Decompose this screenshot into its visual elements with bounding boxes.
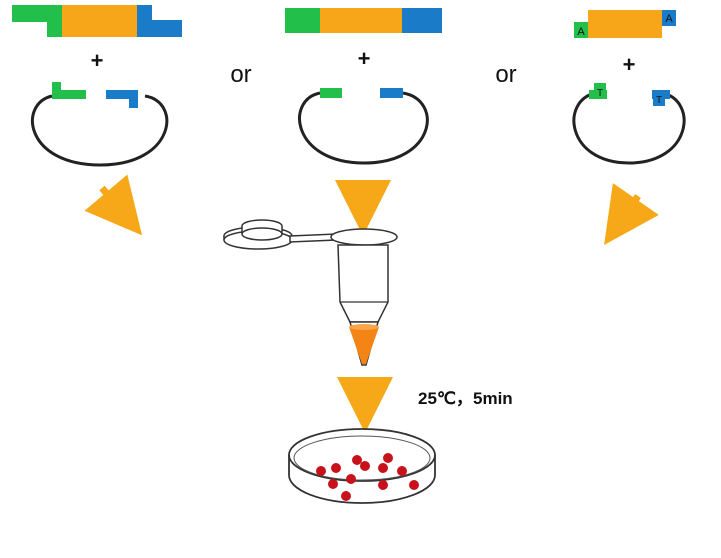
tube-rim [330, 228, 398, 246]
arrow-to-tube-1 [84, 174, 143, 236]
a-overhang-left-label: A [577, 26, 585, 38]
dish-inner-rim [293, 435, 431, 481]
vector-right-end [380, 88, 403, 98]
insert-gene-body [588, 10, 662, 38]
t-overhang-right [653, 90, 665, 106]
petri-dish [288, 428, 436, 504]
insert-fragment-2 [285, 8, 442, 33]
insert-right-overhang [137, 5, 152, 37]
t-overhang-right-label: T [656, 95, 662, 106]
colony [316, 466, 326, 476]
t-overhang-left [594, 83, 606, 99]
colony [346, 474, 356, 484]
colony [352, 455, 362, 465]
colony [397, 466, 407, 476]
linearized-vector-3: T T [572, 83, 686, 165]
arrow-to-tube-3 [604, 183, 659, 246]
option-blunt-end: + [285, 8, 442, 236]
vector-right-overhang [129, 97, 138, 108]
plus-sign-3: + [623, 52, 636, 77]
a-overhang-left [574, 22, 588, 38]
option-sticky-end: + [12, 5, 182, 236]
dish-rim [288, 428, 436, 482]
colony [341, 491, 351, 501]
linearized-vector-1 [30, 82, 169, 167]
or-label-2: or [495, 61, 516, 88]
t-overhang-left-label: T [597, 88, 603, 99]
vector-left-end [320, 88, 342, 98]
vector-backbone [572, 91, 686, 165]
tube-cap [223, 219, 293, 250]
tube-liquid [349, 327, 379, 364]
colonies [316, 453, 419, 501]
plus-sign-1: + [91, 48, 104, 73]
colony [378, 480, 388, 490]
vector-right-end [106, 90, 138, 99]
vector-backbone [30, 94, 169, 167]
insert-gene-body [320, 8, 402, 33]
option-ta-cloning: A A + T T [572, 10, 686, 246]
insert-fragment-3: A A [574, 10, 676, 38]
a-overhang-right-label: A [665, 13, 673, 25]
incubation-condition: 25℃，5min [418, 389, 513, 408]
colony [378, 463, 388, 473]
linearized-vector-2 [298, 88, 429, 165]
colony [409, 480, 419, 490]
insert-left-overhang [47, 22, 62, 37]
colony [331, 463, 341, 473]
insert-fragment-1 [12, 5, 182, 37]
or-label-1: or [230, 61, 251, 88]
insert-right-homology-arm [152, 20, 182, 37]
vector-left-overhang [52, 82, 61, 92]
insert-right-end [402, 8, 442, 33]
vector-left-end [52, 90, 86, 99]
insert-left-homology-arm [12, 5, 62, 22]
colony [383, 453, 393, 463]
insert-left-end [285, 8, 320, 33]
insert-gene-body [62, 5, 137, 37]
plus-sign-2: + [358, 46, 371, 71]
vector-backbone [298, 91, 429, 165]
tube-hinge [289, 233, 337, 243]
microcentrifuge-tube [223, 219, 398, 366]
colony [328, 479, 338, 489]
tube-body [337, 244, 389, 323]
a-overhang-right [662, 10, 676, 26]
colony [360, 461, 370, 471]
